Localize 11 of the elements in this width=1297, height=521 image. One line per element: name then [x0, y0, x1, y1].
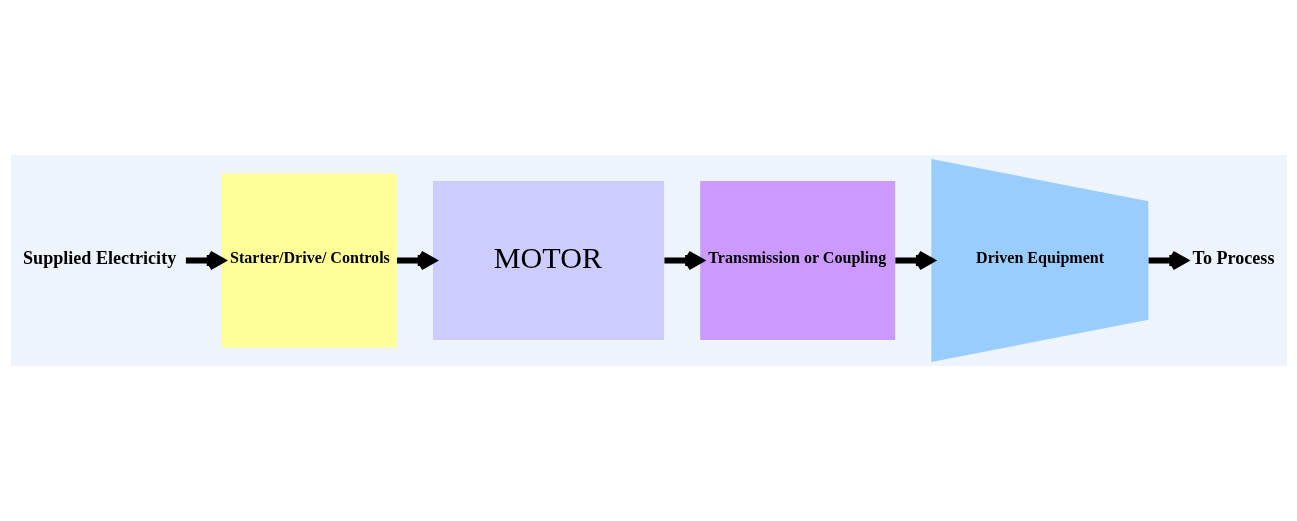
- arrow: [396, 250, 436, 271]
- node-box: Driven Equipment: [930, 159, 1148, 362]
- arrow: [185, 250, 225, 271]
- arrow: [1148, 250, 1188, 271]
- node-box: Starter/Drive/ Controls: [221, 173, 397, 348]
- node-text: Supplied Electricity: [22, 247, 176, 268]
- arrow: [894, 250, 934, 271]
- node-box: MOTOR: [432, 181, 664, 340]
- arrow: [663, 250, 704, 271]
- node-box: Transmission or Coupling: [699, 181, 895, 340]
- node-text: To Process: [1192, 247, 1274, 268]
